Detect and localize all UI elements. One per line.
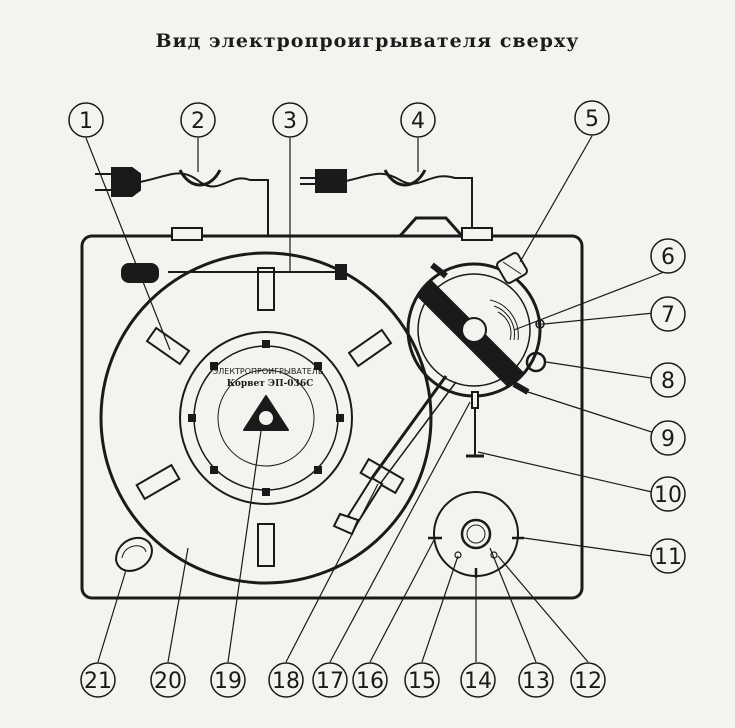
counterweight-knob[interactable] xyxy=(496,252,529,285)
control-panel-ring xyxy=(433,491,519,577)
callout-5: 5 xyxy=(585,107,599,132)
callout-17: 17 xyxy=(316,669,344,694)
callout-15: 15 xyxy=(408,669,436,694)
diagram-title: Вид электропроигрывателя сверху xyxy=(155,30,580,52)
callout-10: 10 xyxy=(654,483,682,508)
callout-19: 19 xyxy=(214,669,242,694)
callout-12: 12 xyxy=(574,669,602,694)
antiskate-knob[interactable] xyxy=(525,351,547,373)
callout-18: 18 xyxy=(272,669,300,694)
callout-20: 20 xyxy=(154,669,182,694)
carrying-handle xyxy=(398,216,464,237)
callout-7: 7 xyxy=(661,303,675,328)
cue-lever[interactable] xyxy=(114,537,154,572)
platter-pads xyxy=(135,267,405,567)
callout-2: 2 xyxy=(191,109,205,134)
power-plug-icon xyxy=(95,167,269,235)
brand-plate: Корвет xyxy=(121,263,159,283)
callout-13: 13 xyxy=(522,669,550,694)
callout-16: 16 xyxy=(356,669,384,694)
callout-21: 21 xyxy=(84,669,112,694)
callout-4: 4 xyxy=(411,109,425,134)
callout-1: 1 xyxy=(79,109,93,134)
speed-selector-knob[interactable] xyxy=(460,518,492,550)
callout-6: 6 xyxy=(661,245,675,270)
label-line1: ЭЛЕКТРОПРОИГРЫВАТЕЛЬ xyxy=(213,367,324,376)
hinge-left xyxy=(171,227,203,241)
callout-11: 11 xyxy=(654,545,682,570)
label-line2: Корвет ЭП-036С xyxy=(227,379,314,389)
callout-3: 3 xyxy=(283,109,297,134)
player-case xyxy=(80,234,584,600)
platter xyxy=(99,251,433,585)
callout-8: 8 xyxy=(661,369,675,394)
strobe-marks xyxy=(188,340,344,496)
hinge-right xyxy=(461,227,493,241)
callout-9: 9 xyxy=(661,427,675,452)
signal-connector-icon xyxy=(300,169,473,230)
callout-14: 14 xyxy=(464,669,492,694)
